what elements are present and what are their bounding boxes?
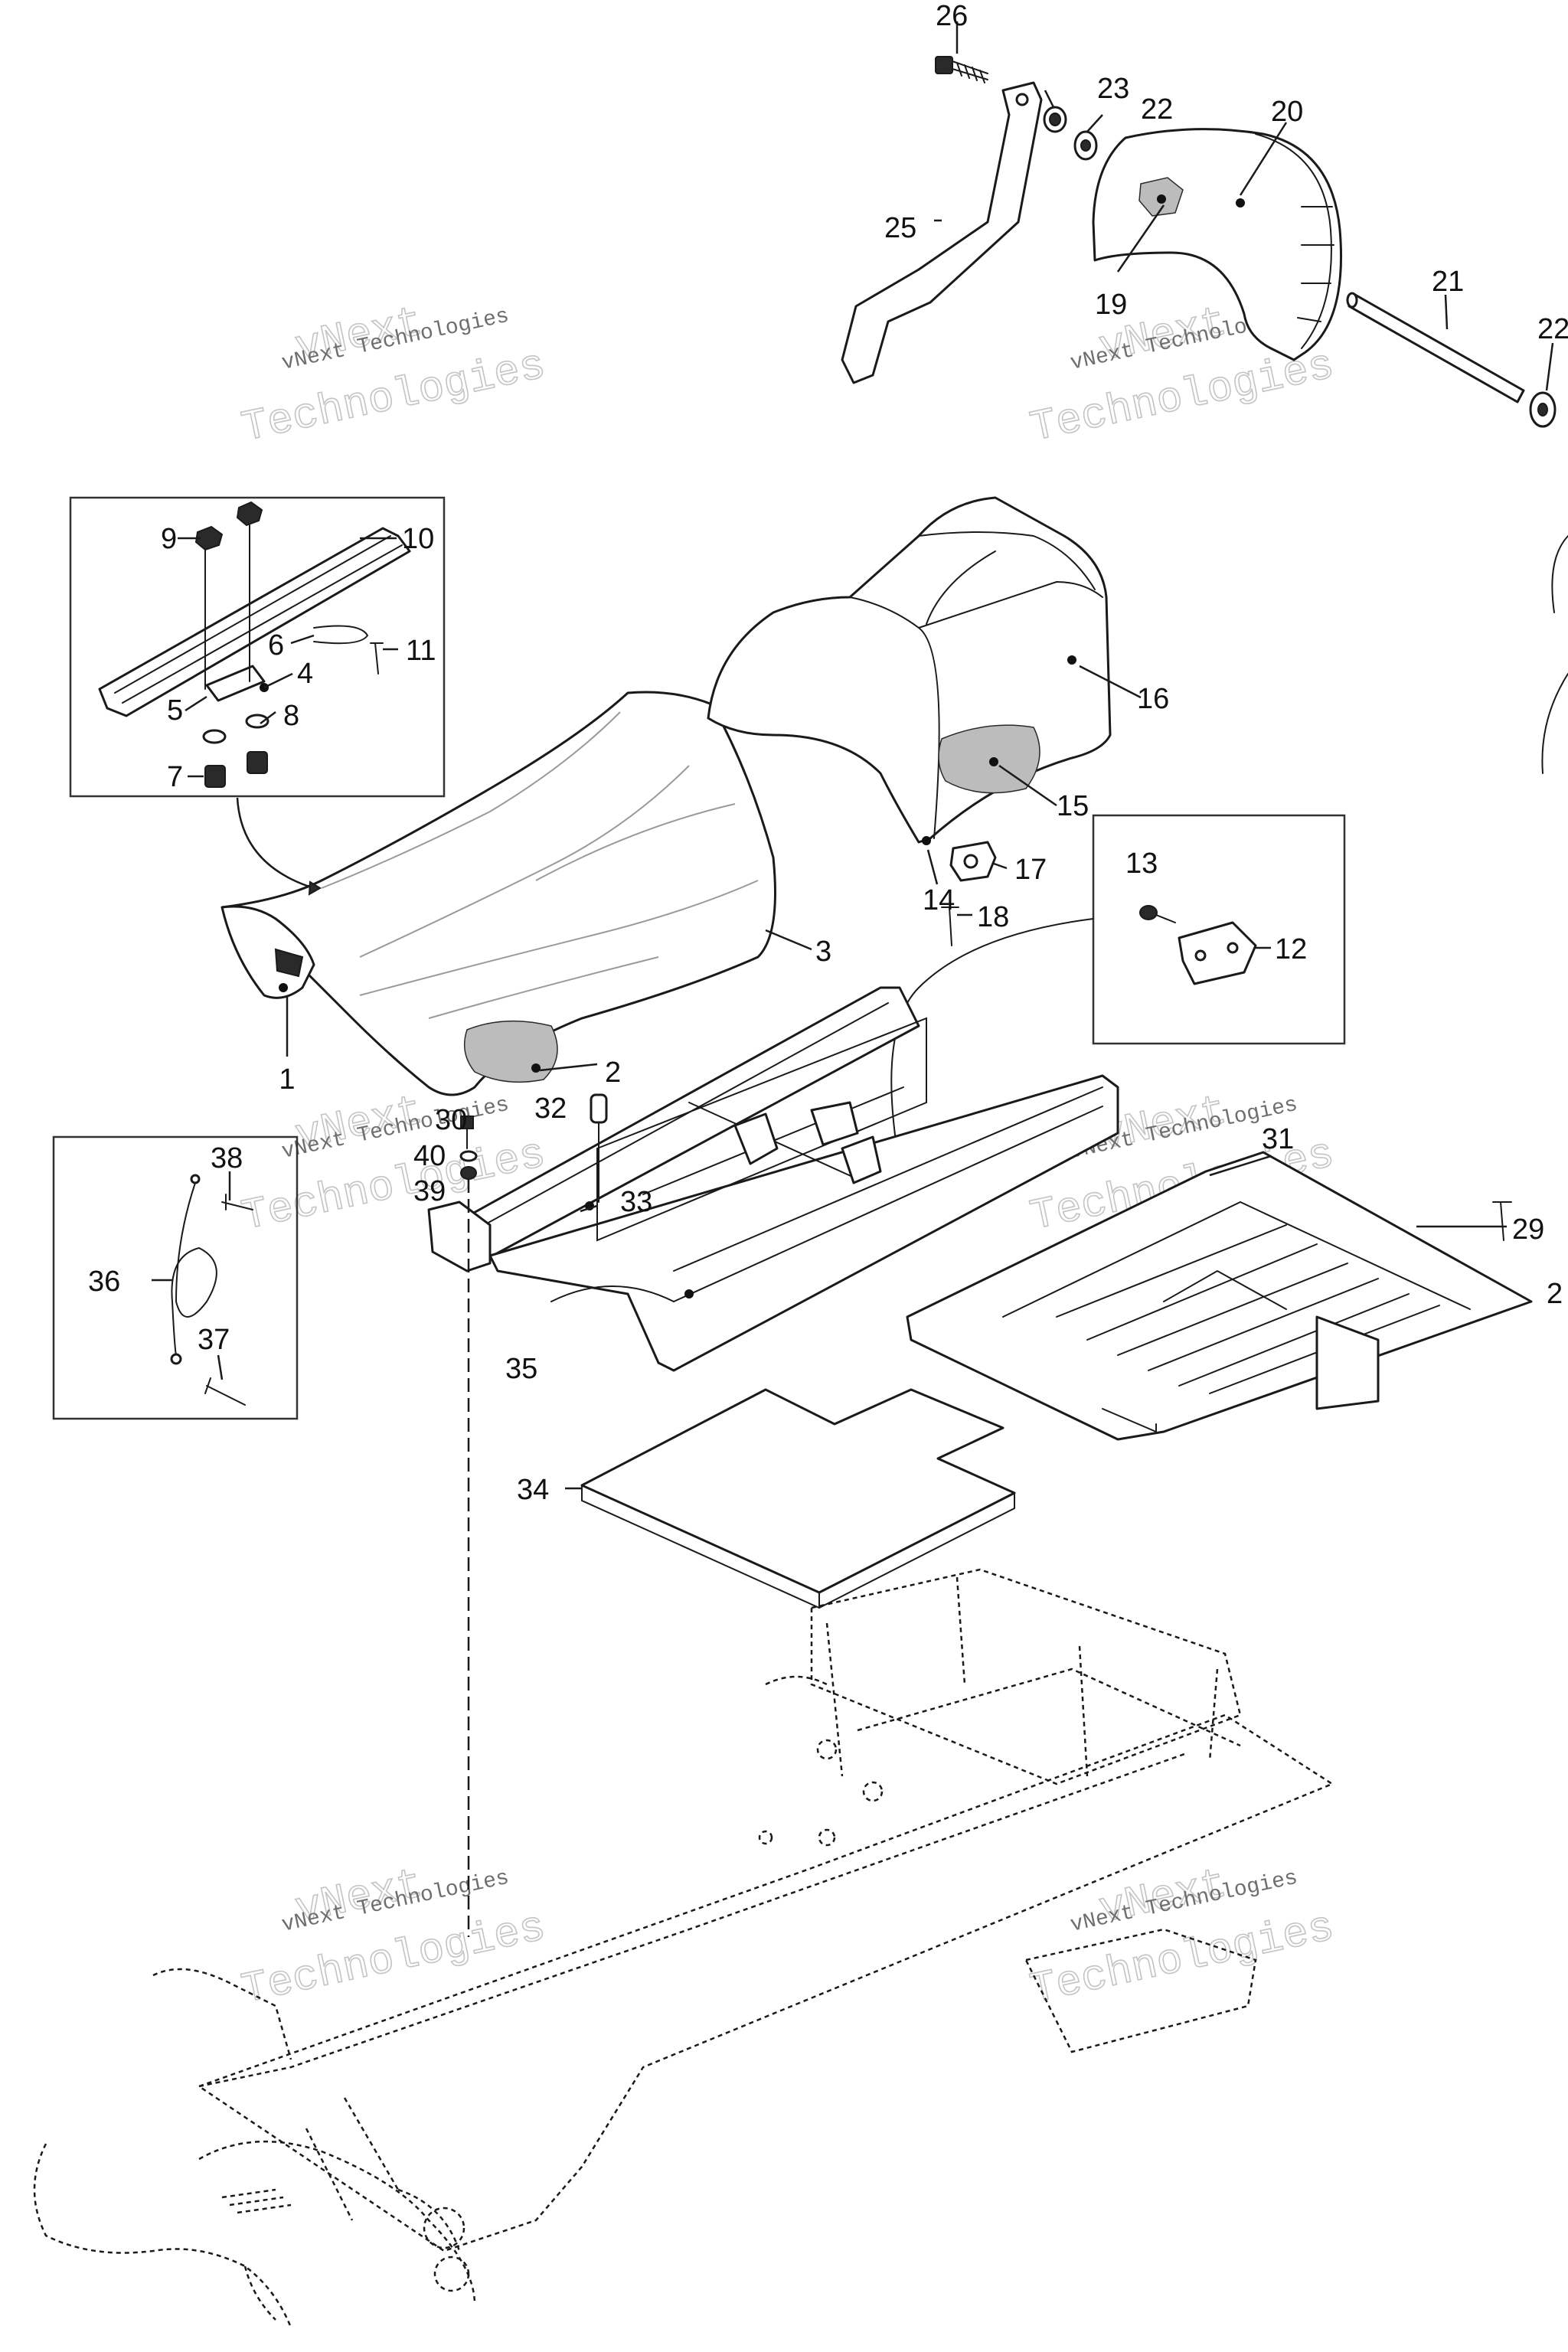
callout-39: 39 xyxy=(413,1175,446,1207)
leader-hinge-to-frame xyxy=(890,918,1094,1142)
callout-31: 31 xyxy=(1262,1123,1294,1155)
callout-36: 36 xyxy=(88,1266,120,1298)
standoff-32 xyxy=(590,1093,608,1203)
tether-cable xyxy=(170,1174,217,1365)
bolt-30 xyxy=(460,1116,474,1149)
callout-16: 16 xyxy=(1137,683,1169,715)
watermark-bottom-right: vNext vNext Technologies Technologies xyxy=(1025,1859,1338,2015)
leader-lines xyxy=(152,21,1554,1490)
tray-rivet xyxy=(1492,1201,1512,1241)
callout-26: 26 xyxy=(936,0,968,32)
hood-latch xyxy=(949,841,997,882)
callout-14: 14 xyxy=(923,884,955,916)
leader-35 xyxy=(550,1285,675,1302)
leader-inset-to-seat xyxy=(236,797,315,890)
callout-1: 1 xyxy=(279,1063,295,1096)
callout-38: 38 xyxy=(211,1142,243,1174)
callout-19: 19 xyxy=(1095,289,1127,321)
watermark-top-left: vNext vNext Technologies Technologies xyxy=(237,297,550,453)
hood-rivet xyxy=(941,906,959,946)
callout-22: 22 xyxy=(1141,93,1173,126)
backrest-pad xyxy=(1092,128,1343,361)
chassis xyxy=(33,1568,1334,2328)
callout-21: 21 xyxy=(1432,266,1464,298)
callout-25: 25 xyxy=(884,212,916,244)
callout-32: 32 xyxy=(534,1093,567,1125)
hinge xyxy=(1178,921,1257,985)
callout-13: 13 xyxy=(1125,848,1158,880)
callout-2b: 2 xyxy=(1547,1278,1563,1310)
callout-3: 3 xyxy=(815,936,831,968)
callout-23: 23 xyxy=(1097,73,1129,105)
callout-35: 35 xyxy=(505,1353,537,1385)
washer-40 xyxy=(459,1150,478,1162)
storage-hood xyxy=(707,496,1112,845)
backrest-washer xyxy=(1073,130,1098,161)
callout-2: 2 xyxy=(605,1057,621,1089)
backrest-nut xyxy=(1043,106,1067,133)
bolt xyxy=(204,751,268,788)
callout-17: 17 xyxy=(1014,854,1047,886)
callout-9: 9 xyxy=(161,523,177,555)
callout-20: 20 xyxy=(1271,96,1303,128)
callout-37: 37 xyxy=(198,1324,230,1356)
callout-6: 6 xyxy=(268,629,284,662)
nut-39 xyxy=(460,1166,477,1180)
inset-seat-hardware xyxy=(69,496,446,798)
callout-34: 34 xyxy=(517,1474,549,1506)
watermark-bottom-left: vNext vNext Technologies Technologies xyxy=(237,1859,550,2015)
callout-10: 10 xyxy=(402,523,434,555)
callout-7: 7 xyxy=(167,761,183,793)
callout-numbers: 1 2 3 4 5 6 7 8 9 10 11 12 13 14 15 16 1… xyxy=(88,0,1568,1506)
callout-8: 8 xyxy=(283,700,299,732)
nut xyxy=(194,525,224,551)
hinge-screw xyxy=(1139,905,1176,923)
callout-40: 40 xyxy=(413,1140,446,1172)
leader-arrow xyxy=(308,880,322,896)
seat-base-frame xyxy=(427,986,1119,1372)
callout-18: 18 xyxy=(977,901,1009,933)
callout-33: 33 xyxy=(620,1186,652,1218)
seat-front-cover xyxy=(220,905,315,999)
seat-cushion xyxy=(220,691,776,1096)
callout-22b: 22 xyxy=(1537,313,1568,345)
inset-hinge xyxy=(1092,814,1346,1045)
callout-5: 5 xyxy=(167,694,183,727)
callout-30: 30 xyxy=(435,1104,467,1136)
rod-washer xyxy=(1529,391,1557,428)
foam-pad xyxy=(580,1388,1016,1609)
tether-screw-top xyxy=(221,1194,253,1210)
washer xyxy=(202,714,270,744)
backrest-bracket xyxy=(841,81,1043,384)
callout-12: 12 xyxy=(1275,933,1307,965)
callout-4: 4 xyxy=(297,658,313,690)
side-bracket-partial xyxy=(1541,535,1568,774)
small-screw xyxy=(370,642,384,675)
inset-tether xyxy=(52,1135,299,1420)
bracket-bolt xyxy=(935,56,988,83)
callout-11: 11 xyxy=(406,635,436,667)
nut xyxy=(236,501,263,527)
rear-floor-tray xyxy=(906,1151,1533,1441)
callout-29: 29 xyxy=(1512,1214,1544,1246)
callout-15: 15 xyxy=(1057,790,1089,822)
tether-screw-bottom xyxy=(204,1377,246,1406)
backrest-rod xyxy=(1346,292,1525,403)
